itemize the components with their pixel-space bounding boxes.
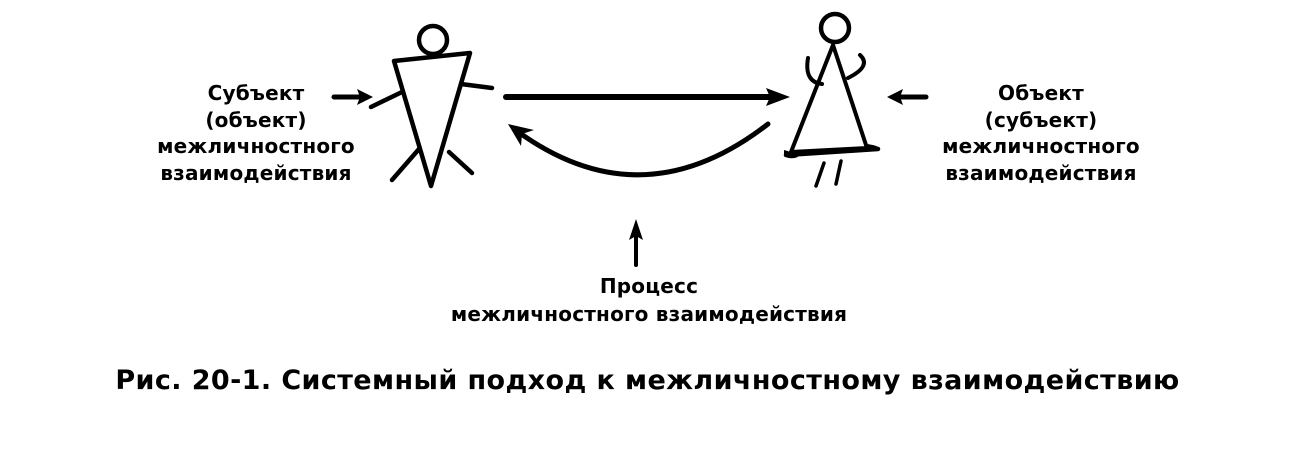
left-actor-label-line-3: межличностного <box>157 134 355 158</box>
right-person-body-triangle <box>789 43 869 154</box>
left-person-head-icon <box>416 23 450 57</box>
right-actor-label: Объект (субъект) межличностного взаимоде… <box>935 80 1147 186</box>
feedback-arrow-head <box>508 124 534 146</box>
right-actor-label-line-3: межличностного <box>942 134 1140 158</box>
figure-caption: Рис. 20-1. Системный подход к межличност… <box>115 365 1180 396</box>
left-person-figure <box>368 23 495 189</box>
right-actor-label-line-2: (субъект) <box>984 107 1098 132</box>
right-person-base-line <box>783 146 881 158</box>
left-person-right-leg <box>446 149 475 176</box>
right-actor-label-line-4: взаимодействия <box>945 160 1137 185</box>
left-person-left-leg <box>389 146 422 183</box>
process-pointer-arrow <box>629 219 643 267</box>
feedback-arrow <box>508 121 771 178</box>
process-label: Процесс межличностного взаимодействия <box>398 272 900 328</box>
feedback-arrow-curve <box>514 121 771 178</box>
right-person-right-foot <box>866 144 880 152</box>
left-actor-label-line-4: взаимодействия <box>160 160 352 185</box>
left-actor-label-line-2: (объект) <box>205 107 307 132</box>
right-person-left-arm <box>805 56 824 86</box>
right-actor-label-line-1: Объект <box>998 81 1084 105</box>
right-label-pointer-arrow <box>887 89 929 105</box>
left-person-right-arm <box>458 81 495 91</box>
left-person-left-arm <box>368 89 405 110</box>
right-person-figure <box>783 11 881 188</box>
left-actor-label-line-1: Субъект <box>207 81 305 105</box>
right-person-head-icon <box>818 11 852 45</box>
forward-arrow-head <box>766 88 790 106</box>
left-actor-label: Субъект (объект) межличностного взаимоде… <box>150 80 362 186</box>
process-label-line-2: межличностного взаимодействия <box>450 302 848 326</box>
forward-arrow <box>503 88 790 106</box>
right-label-pointer-head <box>887 89 903 105</box>
process-label-line-1: Процесс <box>599 274 699 298</box>
right-person-right-leg <box>834 159 843 186</box>
right-person-right-arm <box>846 53 866 80</box>
right-person-left-foot <box>784 150 798 159</box>
right-person-left-leg <box>814 161 826 188</box>
left-person-body-triangle <box>391 50 473 189</box>
process-pointer-head <box>629 219 643 240</box>
